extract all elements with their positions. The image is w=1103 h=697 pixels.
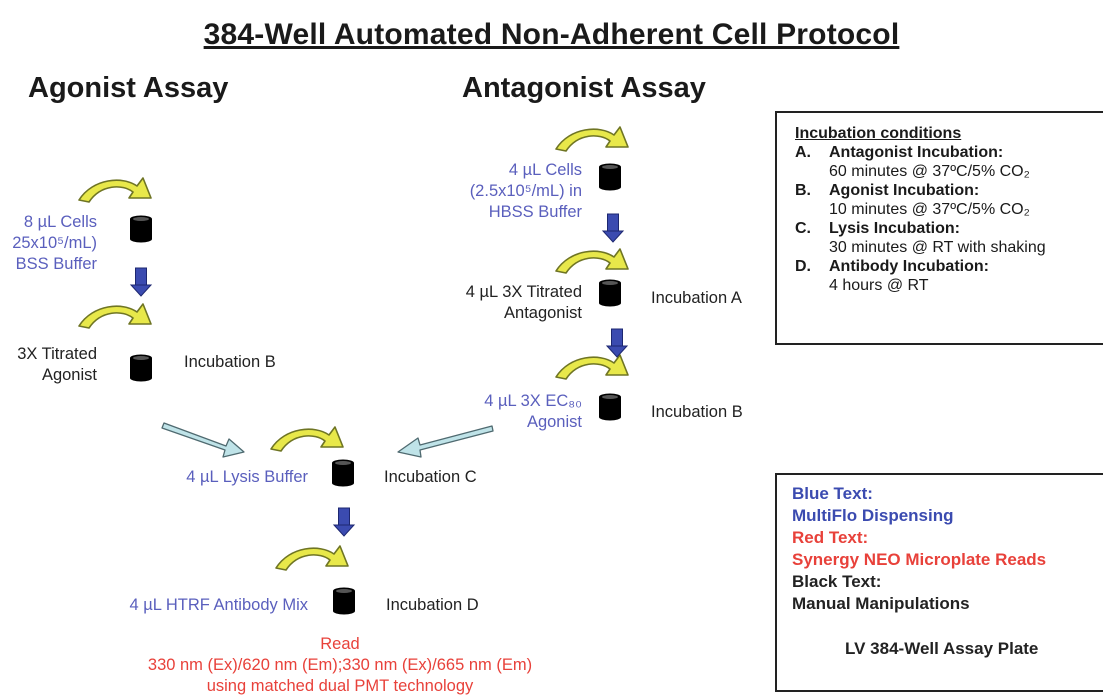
down-arrow-icon [602,213,624,243]
antagonist-incubation-b-label: Incubation B [651,403,743,421]
legend-red-desc: Synergy NEO Microplate Reads [792,550,1047,569]
legend-blue-desc: MultiFlo Dispensing [792,506,954,525]
legend-black-title: Black Text: [792,572,882,591]
down-arrow-icon [130,267,152,297]
antagonist-cells-label: 4 µL Cells (2.5x10⁵/mL) in HBSS Buffer [469,161,582,221]
plate-icon [333,587,355,615]
incubation-c-label: Incubation C [384,468,477,486]
htrf-antibody-label: 4 µL HTRF Antibody Mix [129,596,308,614]
incubation-conditions-box: Incubation conditions A. Antagonist Incub… [775,111,1103,345]
condition-name: Antagonist Incubation: [829,144,1004,161]
condition-name: Antibody Incubation: [829,258,989,275]
condition-detail: 4 hours @ RT [829,277,929,294]
curved-arrow-icon [275,545,349,571]
legend-blue-title: Blue Text: [792,484,873,503]
curved-arrow-icon [78,303,152,329]
condition-name: Agonist Incubation: [829,182,980,199]
condition-detail: 60 minutes @ 37ºC/5% CO₂ [829,163,1030,180]
agonist-titrated-label: 3X Titrated Agonist [17,345,97,384]
agonist-cells-label: 8 µL Cells 25x10⁵/mL) BSS Buffer [12,213,97,273]
curved-arrow-icon [78,177,152,203]
incubation-a-label: Incubation A [651,289,742,307]
antagonist-titrated-label: 4 µL 3X Titrated Antagonist [465,283,582,322]
down-arrow-icon [333,507,355,537]
read-instructions: Read 330 nm (Ex)/620 nm (Em);330 nm (Ex)… [147,635,533,695]
curved-arrow-icon [555,354,629,380]
legend-box: Blue Text: MultiFlo Dispensing Red Text:… [775,473,1103,692]
incubation-conditions-list: A. Antagonist Incubation: 60 minutes @ 37º… [795,143,1046,295]
agonist-assay-heading: Agonist Assay [28,72,229,104]
legend-red-title: Red Text: [792,528,869,547]
condition-item: D. Antibody Incubation: [795,257,1046,276]
merge-arrow-left-icon [161,422,245,458]
page-title: 384-Well Automated Non-Adherent Cell Pro… [203,18,900,51]
condition-letter: D. [795,258,811,275]
agonist-incubation-b-label: Incubation B [184,353,276,371]
condition-detail: 30 minutes @ RT with shaking [829,239,1046,256]
plate-icon [599,393,621,421]
condition-item: C. Lysis Incubation: [795,219,1046,238]
ec80-agonist-label: 4 µL 3X EC₈₀ Agonist [484,392,582,431]
incubation-conditions-title: Incubation conditions [795,125,962,142]
legend-black-desc: Manual Manipulations [792,594,970,613]
condition-item: A. Antagonist Incubation: [795,143,1046,162]
plate-icon [599,279,621,307]
down-arrow-icon [606,328,628,358]
condition-detail: 10 minutes @ 37ºC/5% CO₂ [829,201,1030,218]
antagonist-assay-heading: Antagonist Assay [462,72,706,104]
curved-arrow-icon [555,248,629,274]
lysis-buffer-label: 4 µL Lysis Buffer [186,468,308,486]
plate-icon [130,215,152,243]
condition-item: B. Agonist Incubation: [795,181,1046,200]
merge-arrow-right-icon [397,425,494,458]
condition-letter: A. [795,144,811,161]
condition-letter: B. [795,182,811,199]
condition-name: Lysis Incubation: [829,220,960,237]
legend-plate-label: LV 384-Well Assay Plate [845,639,1039,658]
plate-icon [332,459,354,487]
incubation-d-label: Incubation D [386,596,479,614]
curved-arrow-icon [270,426,344,452]
condition-letter: C. [795,220,811,237]
curved-arrow-icon [555,126,629,152]
plate-icon [599,163,621,191]
plate-icon [130,354,152,382]
